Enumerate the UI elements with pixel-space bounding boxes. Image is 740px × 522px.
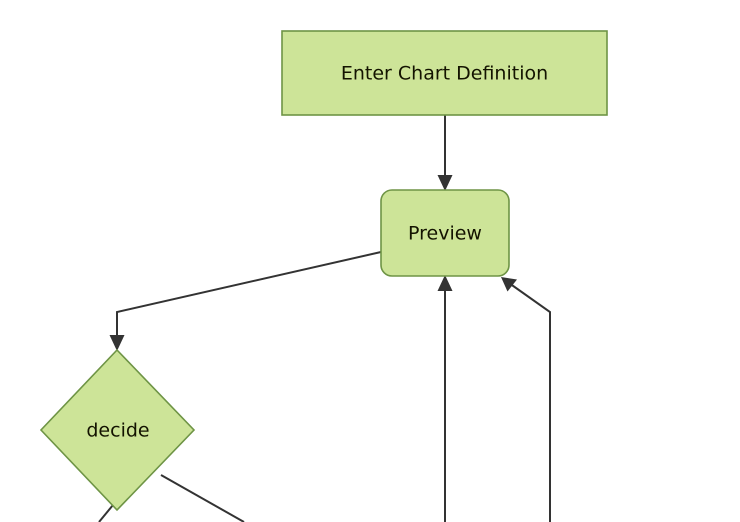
edge-line <box>116 251 382 343</box>
node-shape-rounded-rectangle <box>380 189 510 277</box>
node-preview[interactable]: Preview <box>380 189 510 277</box>
arrow-head-icon <box>109 335 125 351</box>
edge-decide-to-offscreen-right[interactable] <box>160 474 245 522</box>
node-shape-diamond <box>39 348 196 512</box>
edge-bottom-right-to-preview[interactable] <box>501 277 551 522</box>
edge-decide-to-offscreen-left[interactable] <box>98 504 114 522</box>
arrow-head-icon <box>437 275 453 291</box>
edge-line <box>98 504 114 522</box>
edge-bottom-center-to-preview[interactable] <box>437 275 453 522</box>
edge-layer <box>98 115 551 522</box>
node-shape-rectangle <box>281 30 608 116</box>
node-decide[interactable]: decide <box>39 348 196 512</box>
edge-line <box>160 474 245 522</box>
arrow-head-icon <box>437 175 453 191</box>
edge-enter-to-preview[interactable] <box>437 115 453 191</box>
node-layer: Enter Chart Definition Preview decide <box>39 30 608 512</box>
arrow-head-icon <box>501 277 517 292</box>
edge-preview-to-decide[interactable] <box>109 251 382 351</box>
node-enter-chart-definition[interactable]: Enter Chart Definition <box>281 30 608 116</box>
edge-line <box>508 282 551 522</box>
